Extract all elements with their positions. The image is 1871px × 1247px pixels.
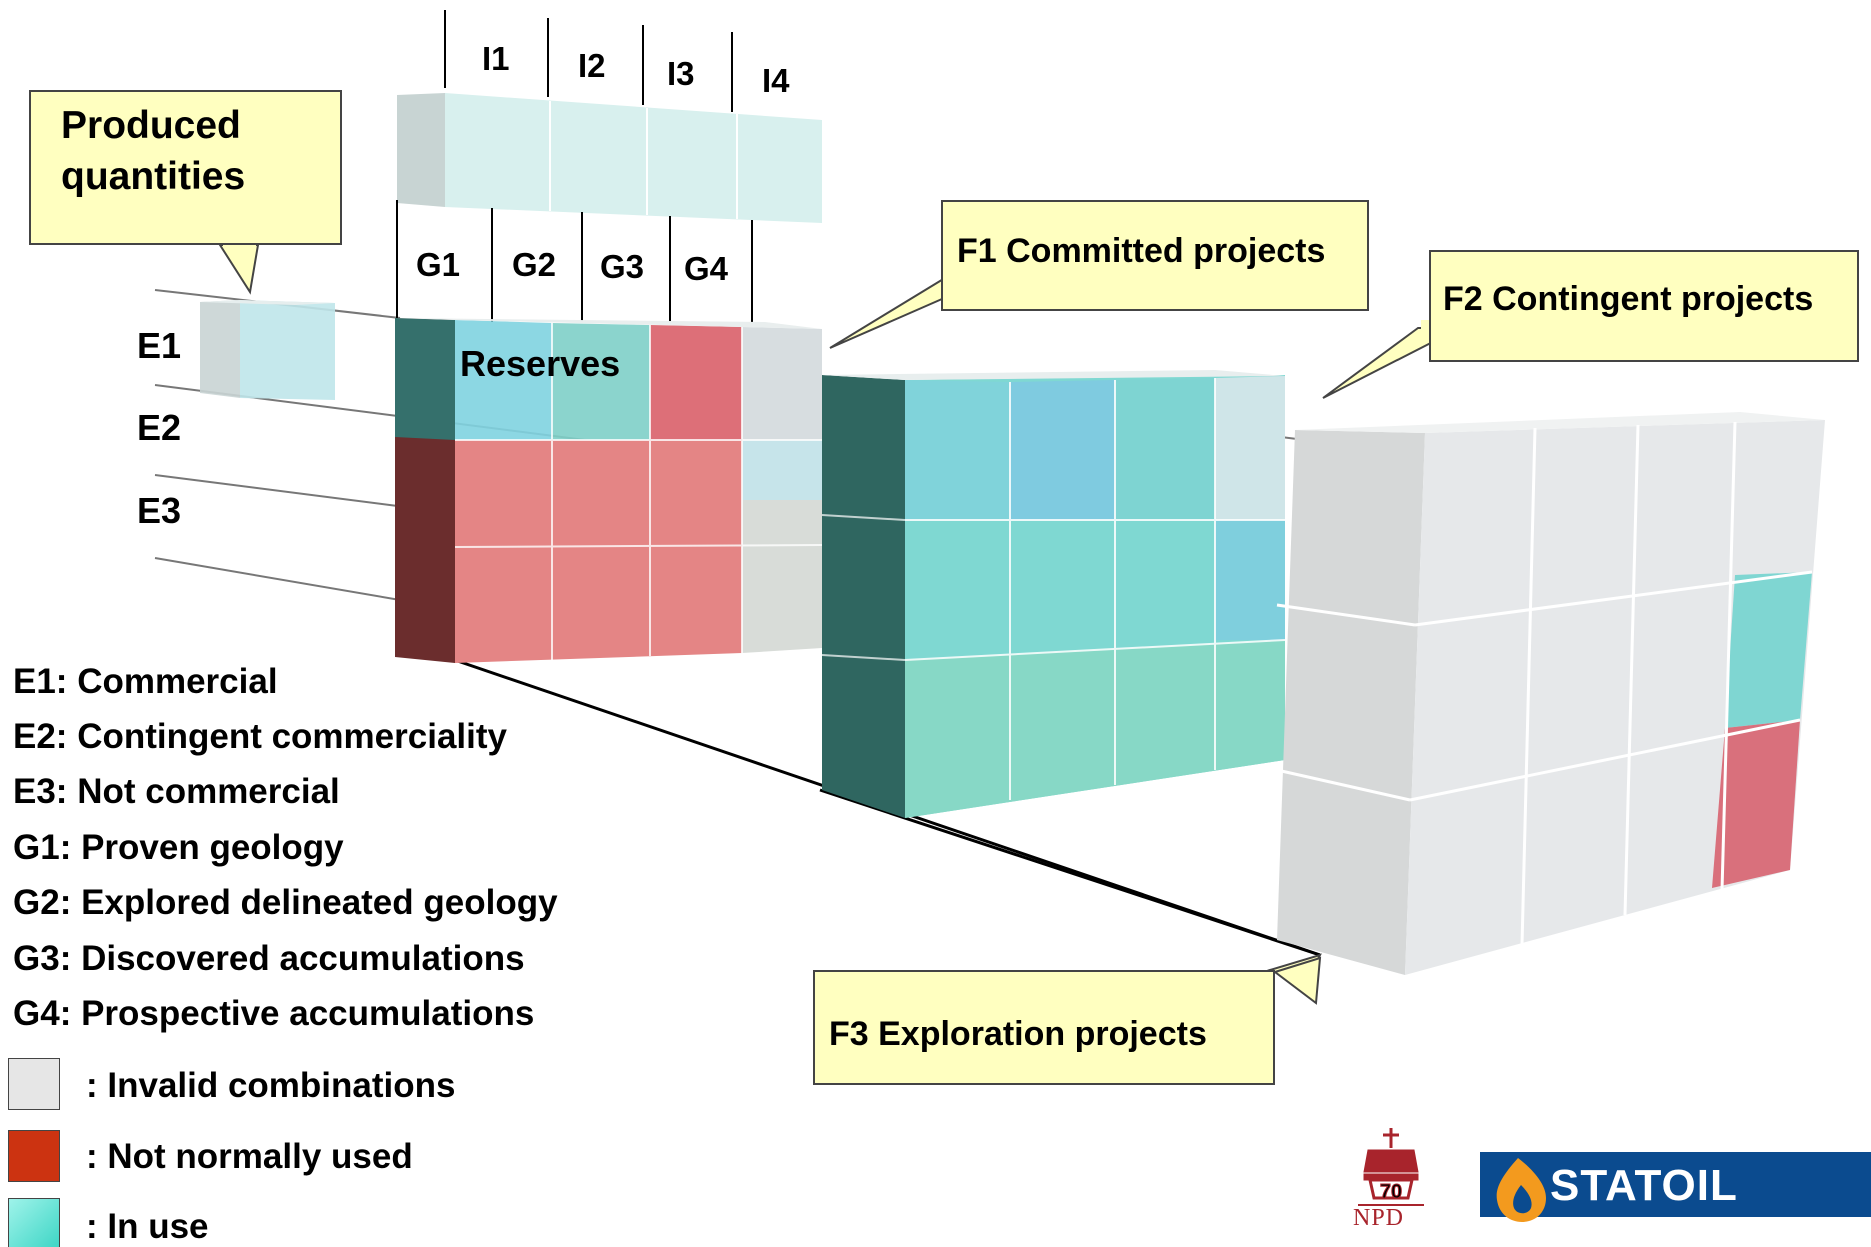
invalid-swatch <box>8 1058 60 1110</box>
e3-label: E3 <box>137 490 182 531</box>
legend-g1: G1: Proven geology <box>13 828 344 867</box>
f3-callout: F3 Exploration projects <box>813 970 1275 1085</box>
e1-label: E1 <box>137 325 182 366</box>
produced-quantities-callout: Produced quantities <box>29 90 342 245</box>
column-separators <box>396 10 753 322</box>
g1-label: G1 <box>416 246 461 283</box>
statoil-logo: STATOIL <box>1480 1152 1871 1217</box>
f2-callout: F2 Contingent projects <box>1429 250 1859 362</box>
reserves-label: Reserves <box>460 343 621 384</box>
legend-g2: G2: Explored delineated geology <box>13 883 558 922</box>
legend-e2: E2: Contingent commerciality <box>13 717 507 756</box>
f3-cube <box>1276 412 1825 975</box>
g3-label: G3 <box>600 248 645 285</box>
in-use-swatch <box>8 1198 60 1247</box>
f1-label: F1 Committed projects <box>957 232 1326 270</box>
i3-label: I3 <box>667 55 695 92</box>
in-use-swatch-label: : In use <box>86 1207 209 1246</box>
i1-label: I1 <box>482 40 510 77</box>
legend-g3: G3: Discovered accumulations <box>13 939 525 978</box>
i-row-slab <box>397 93 822 223</box>
i2-label: I2 <box>578 47 606 84</box>
g2-label: G2 <box>512 246 557 283</box>
produced-quantities-label-line1: Produced <box>61 104 241 147</box>
statoil-logo-text: STATOIL <box>1550 1161 1738 1210</box>
f2-label: F2 Contingent projects <box>1443 280 1814 318</box>
e2-label: E2 <box>137 407 182 448</box>
produced-quantities-label-line2: quantities <box>61 155 246 198</box>
invalid-swatch-label: : Invalid combinations <box>86 1066 456 1105</box>
not-used-swatch-label: : Not normally used <box>86 1137 413 1176</box>
i4-label: I4 <box>762 62 790 99</box>
legend-g4: G4: Prospective accumulations <box>13 994 535 1033</box>
npd-crown-icon: 70 <box>1358 1128 1424 1206</box>
not-used-swatch <box>8 1130 60 1182</box>
f1-cube <box>395 318 823 663</box>
npd-logo-text: NPD <box>1353 1205 1405 1231</box>
svg-text:70: 70 <box>1380 1181 1402 1203</box>
produced-quantities-block <box>200 300 335 400</box>
g4-label: G4 <box>684 250 729 287</box>
f1-callout: F1 Committed projects <box>941 200 1369 311</box>
legend-e3: E3: Not commercial <box>13 772 340 811</box>
f3-label: F3 Exploration projects <box>829 1015 1207 1053</box>
f2-cube <box>821 370 1286 818</box>
legend-e1: E1: Commercial <box>13 662 278 701</box>
